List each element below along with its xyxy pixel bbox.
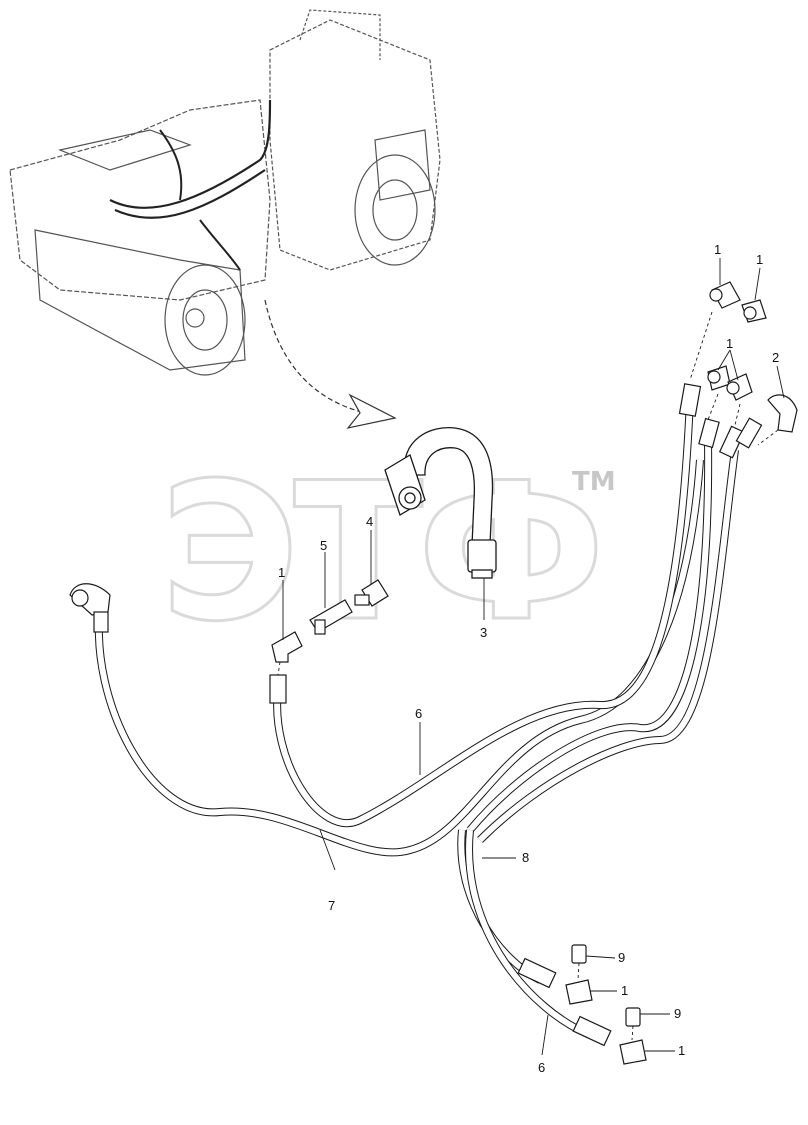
callout-1-middle: 1 [726,336,733,351]
fittings-top-right [707,281,798,433]
roller-machine-illustration [9,9,441,376]
callout-7: 7 [328,898,335,913]
watermark: ЭТФ TM [159,441,616,665]
callout-1-lower: 1 [678,1043,685,1058]
callout-3: 3 [480,625,487,640]
fittings-bottom [565,944,647,1065]
callout-6-lower: 6 [538,1060,545,1075]
fitting-part-5 [309,599,353,635]
hose-end-fittings [69,383,763,1047]
detail-arrow [264,299,397,429]
callout-1-top-left: 1 [714,242,721,257]
callout-9-upper: 9 [618,950,625,965]
hose-part-3 [384,426,497,579]
fitting-part-4 [354,579,389,607]
callout-6-upper: 6 [415,706,422,721]
watermark-logo: ЭТФ [160,442,599,663]
callout-2: 2 [772,350,779,365]
callout-1-lower-upper: 1 [621,983,628,998]
callout-4: 4 [366,514,373,529]
leader-lines [277,258,785,1056]
callout-8: 8 [522,850,529,865]
callout-9-lower: 9 [674,1006,681,1021]
hose-bundle [94,399,739,1039]
watermark-tm: TM [572,467,616,497]
callouts: 1 1 1 2 3 4 5 1 6 7 8 9 1 9 1 6 [278,242,779,1075]
callout-5: 5 [320,538,327,553]
callout-1-left: 1 [278,565,285,580]
callout-1-top-right: 1 [756,252,763,267]
fitting-part-1-left [271,631,303,663]
